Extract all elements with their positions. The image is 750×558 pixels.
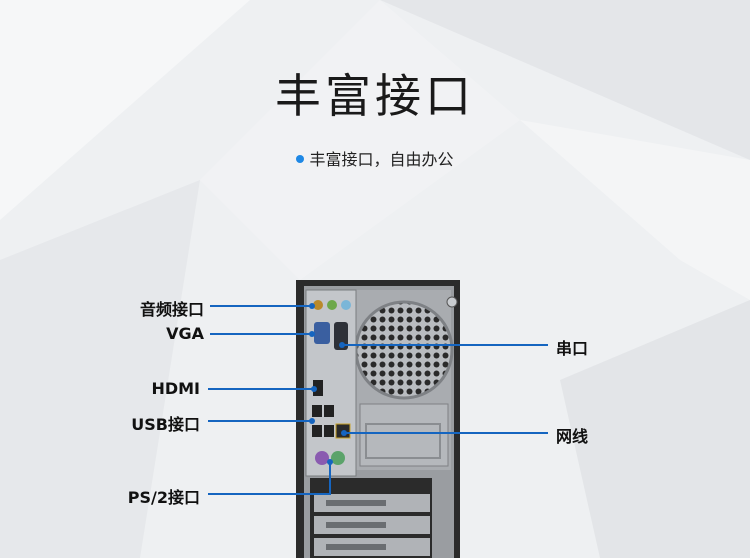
- serial-port[interactable]: [334, 322, 348, 350]
- audio-jack-orange[interactable]: [313, 300, 323, 310]
- label-network: 网线: [556, 427, 589, 446]
- usb-port-4[interactable]: [324, 425, 334, 437]
- label-hdmi: HDMI: [151, 379, 200, 398]
- audio-jack-blue[interactable]: [341, 300, 351, 310]
- fan-grill: [356, 302, 452, 398]
- label-ps2: PS/2接口: [127, 488, 200, 507]
- audio-jack-green[interactable]: [327, 300, 337, 310]
- page-subtitle: 丰富接口，自由办公: [0, 146, 750, 170]
- usb-port-2[interactable]: [324, 405, 334, 417]
- label-audio: 音频接口: [139, 300, 204, 319]
- callout-line-ps2: [208, 462, 331, 495]
- ps2-port-green[interactable]: [331, 451, 345, 465]
- subtitle-text: 丰富接口，自由办公: [309, 150, 454, 169]
- usb-port-1[interactable]: [312, 405, 322, 417]
- label-usb: USB接口: [131, 415, 200, 434]
- usb-port-3[interactable]: [312, 425, 322, 437]
- hdmi-port[interactable]: [313, 380, 323, 396]
- bullet-dot-icon: [296, 154, 305, 163]
- ps2-port-purple[interactable]: [315, 451, 329, 465]
- label-vga: VGA: [166, 324, 204, 343]
- vga-port[interactable]: [314, 322, 330, 344]
- page-title: 丰富接口: [275, 69, 475, 123]
- label-serial: 串口: [556, 339, 589, 358]
